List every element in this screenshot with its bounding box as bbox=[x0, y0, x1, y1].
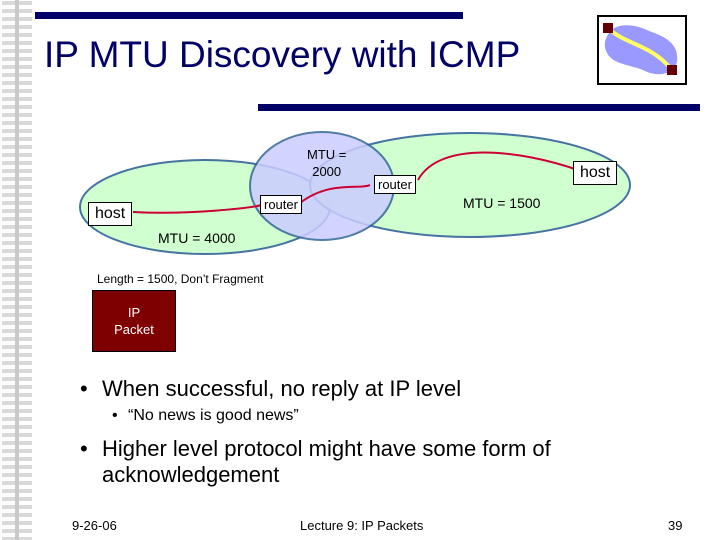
mtu-right-label: MTU = 1500 bbox=[463, 195, 541, 211]
sidebar-pattern bbox=[0, 0, 34, 540]
mtu-middle-label: MTU = 2000 bbox=[307, 146, 346, 180]
bullet-3-line2: acknowledgement bbox=[102, 462, 280, 487]
mtu-left-label: MTU = 4000 bbox=[158, 230, 236, 246]
bullet-3: •Higher level protocol might have some f… bbox=[80, 436, 640, 488]
network-logo-icon bbox=[597, 15, 687, 85]
slide-title: IP MTU Discovery with ICMP bbox=[44, 34, 521, 75]
path-segment-2 bbox=[299, 184, 371, 204]
mtu-middle-line2: 2000 bbox=[312, 164, 342, 179]
page-number: 39 bbox=[668, 518, 683, 533]
path-segment-1 bbox=[132, 204, 263, 214]
network-diagram bbox=[79, 131, 631, 255]
top-bar bbox=[35, 12, 463, 19]
path-segment-3 bbox=[417, 151, 579, 181]
bullet-3-line1: Higher level protocol might have some fo… bbox=[102, 436, 551, 461]
ip-packet-box: IP Packet bbox=[92, 290, 176, 352]
router-right: router bbox=[374, 175, 416, 194]
host-right: host bbox=[573, 161, 618, 185]
bullet-1: •When successful, no reply at IP level bbox=[80, 376, 462, 401]
packet-label: Length = 1500, Don’t Fragment bbox=[97, 272, 264, 286]
bullet-1-text: When successful, no reply at IP level bbox=[102, 376, 462, 401]
bullet-2-text: “No news is good news” bbox=[128, 407, 299, 424]
mtu-middle-line1: MTU = bbox=[307, 147, 347, 162]
packet-line2: Packet bbox=[114, 322, 154, 337]
host-left: host bbox=[88, 202, 133, 226]
footer-title: Lecture 9: IP Packets bbox=[300, 518, 424, 533]
title-underline-bar bbox=[258, 104, 700, 111]
router-left: router bbox=[260, 195, 302, 214]
packet-line1: IP bbox=[127, 305, 141, 320]
footer-date: 9-26-06 bbox=[72, 518, 117, 533]
bullet-2: •“No news is good news” bbox=[112, 407, 299, 424]
